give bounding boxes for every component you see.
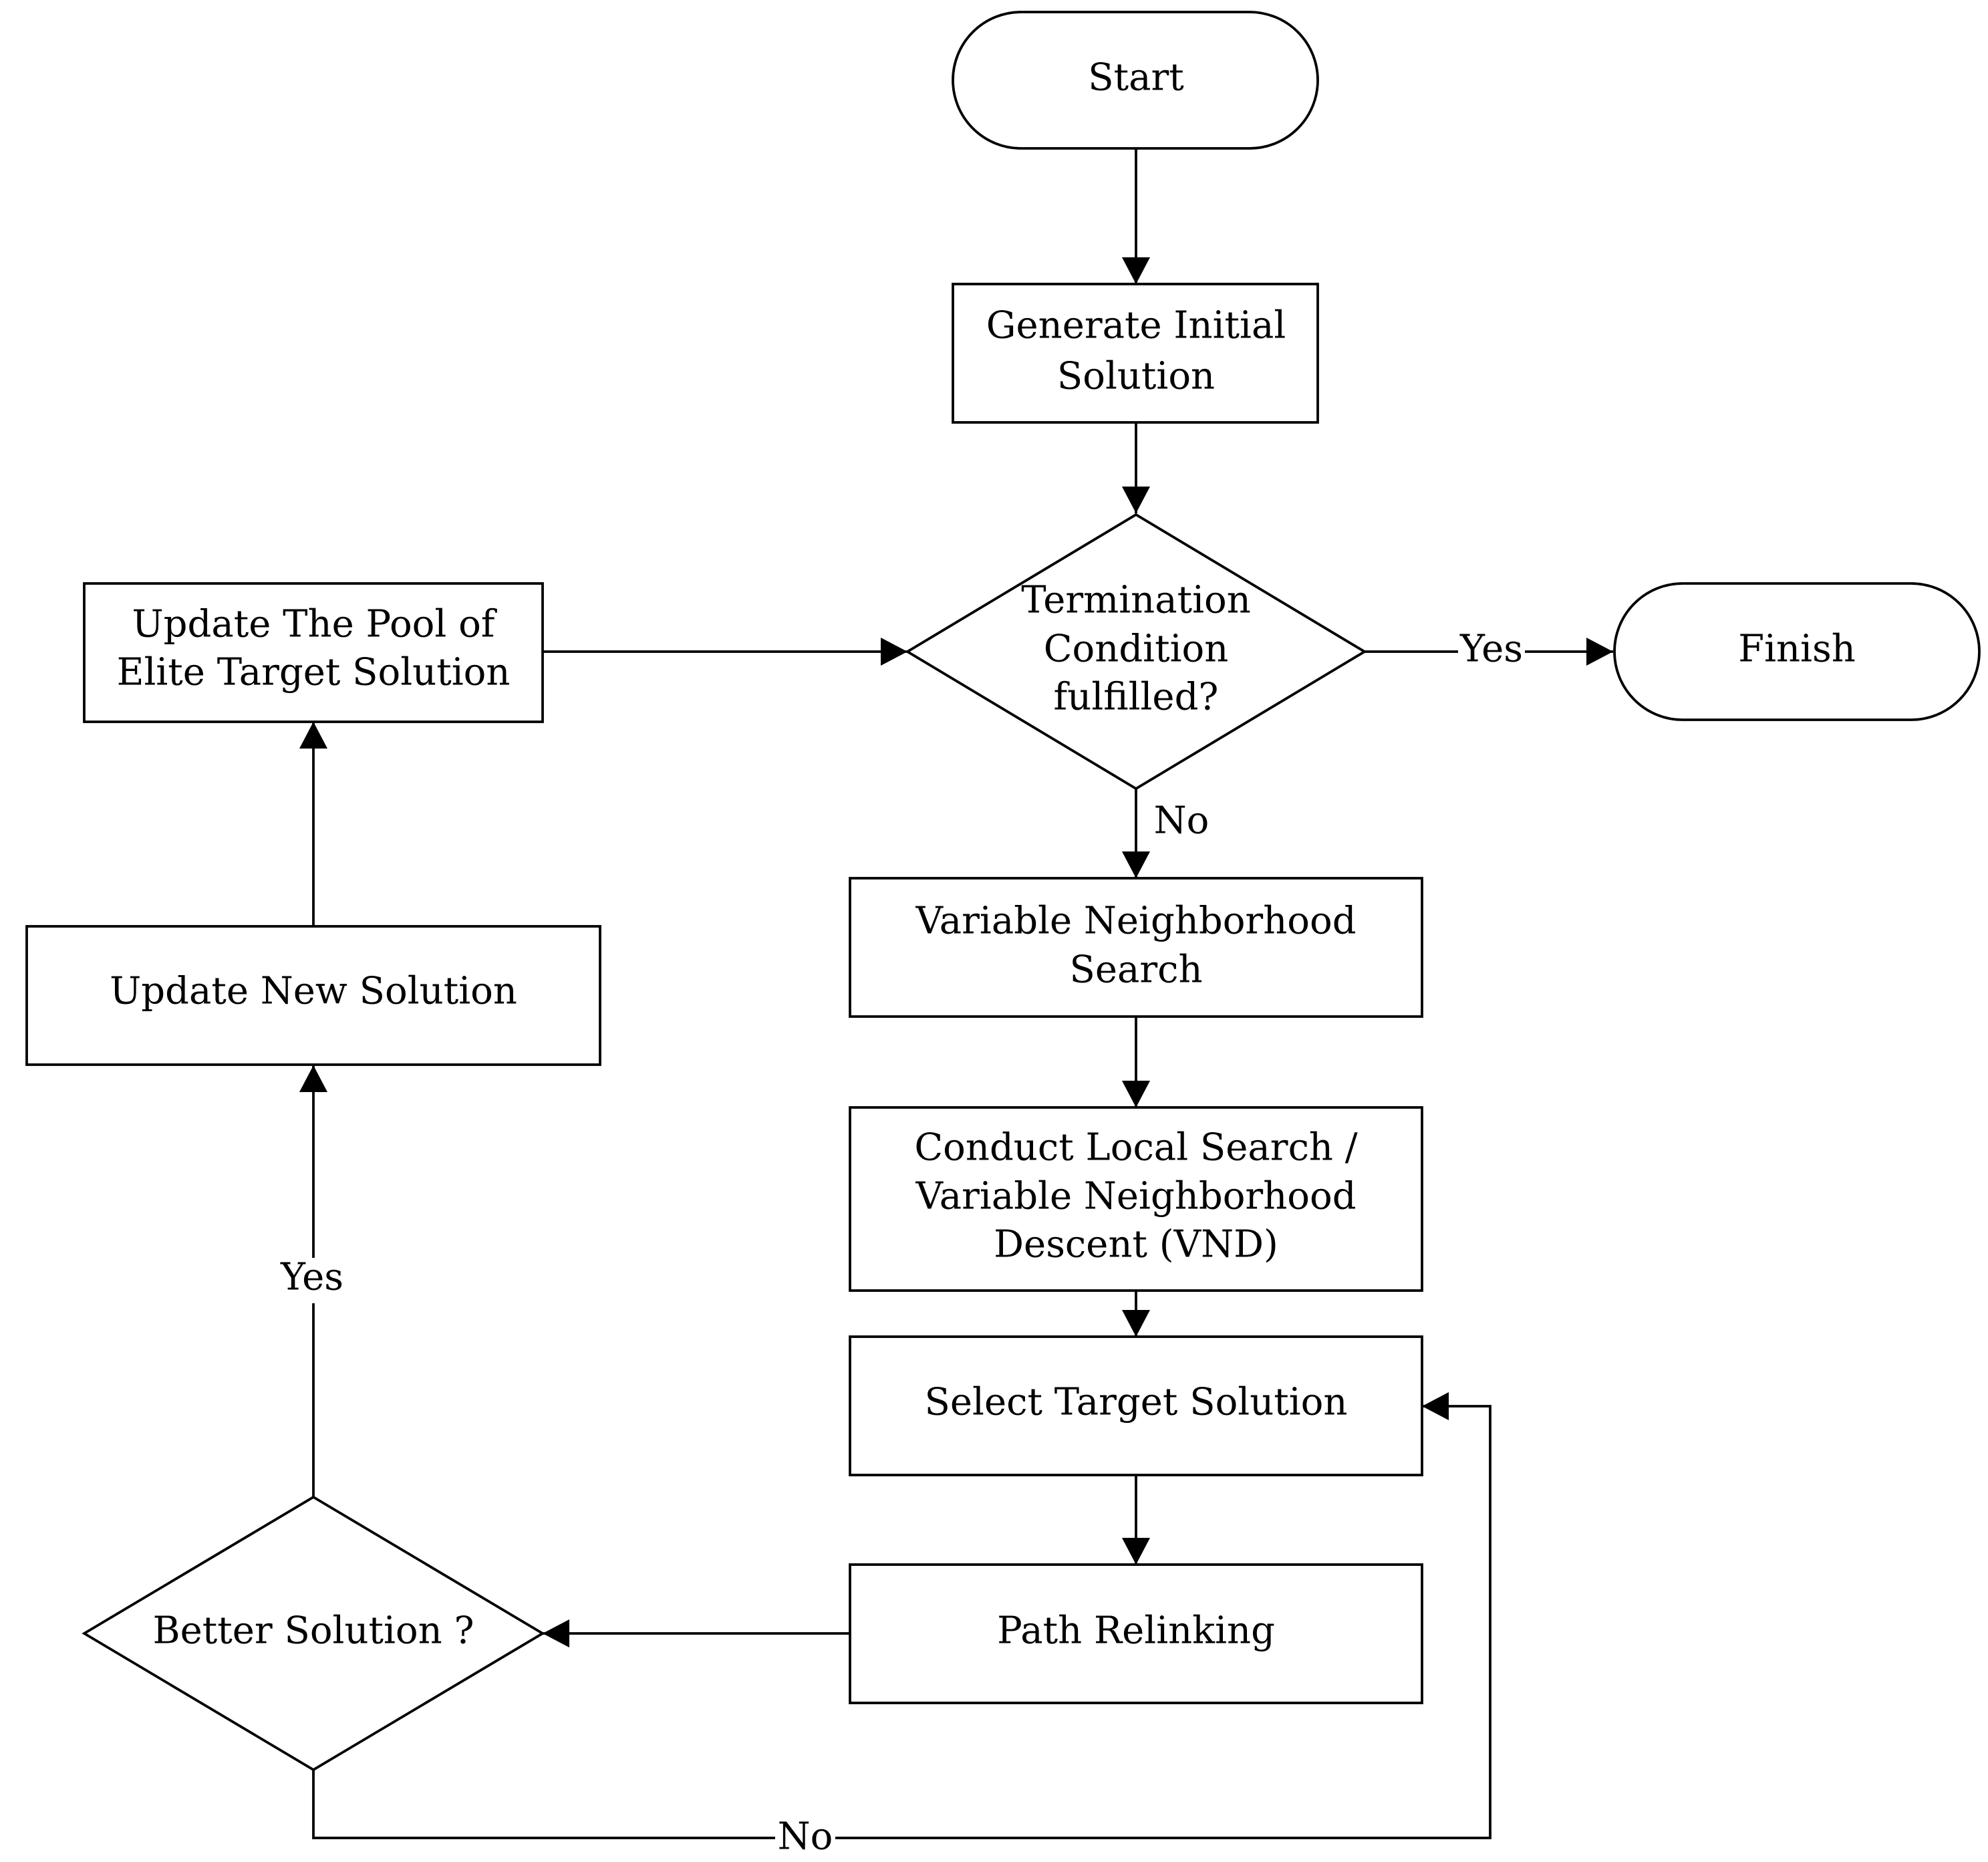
arrowhead-local-search [1122,1081,1150,1107]
generate-label-line-2: Solution [1057,355,1215,398]
update-new-solution-node: Update New Solution [25,925,601,1066]
generate-initial-solution-node: Generate Initial Solution [952,283,1319,424]
termination-yes-label: Yes [1459,628,1523,671]
arrowhead-generate [1122,257,1150,284]
arrowhead-select-target-top [1122,1310,1150,1337]
vns-label-line-2: Search [1069,948,1202,992]
better-yes-label: Yes [280,1256,343,1299]
variable-neighborhood-search-node: Variable Neighborhood Search [849,877,1423,1018]
termination-yes-label-bg [1458,632,1525,672]
arrowhead-termination-left [881,638,907,666]
better-solution-label: Better Solution ? [152,1609,474,1653]
arrowhead-vns [1122,851,1150,878]
arrowhead-select-target-right [1422,1392,1449,1420]
select-target-solution-node: Select Target Solution [849,1335,1423,1476]
termination-label-line-1: Termination [1021,579,1251,622]
select-target-label: Select Target Solution [925,1381,1348,1424]
local-search-label-line-2: Variable Neighborhood [915,1175,1356,1218]
finish-node: Finish [1613,582,1981,721]
arrowhead-better-solution [543,1619,569,1647]
local-search-node: Conduct Local Search / Variable Neighbor… [849,1106,1423,1292]
start-node: Start [952,11,1319,150]
start-label: Start [1088,56,1184,100]
better-no-label-bg [775,1819,835,1857]
arrowhead-update-new [299,1065,327,1092]
update-new-label: Update New Solution [110,970,517,1013]
edge-better-to-select-target [312,1405,1492,1839]
edge-labels: Yes No Yes No [277,628,1525,1859]
finish-label: Finish [1738,628,1856,671]
path-relinking-label: Path Relinking [997,1609,1275,1653]
update-pool-label-line-2: Elite Target Solution [117,651,511,694]
vns-label-line-1: Variable Neighborhood [915,900,1356,943]
arrowheads [299,257,1613,1647]
termination-label-line-2: Condition [1044,628,1229,671]
update-pool-node: Update The Pool of Elite Target Solution [83,582,544,723]
arrowhead-update-pool [299,722,327,749]
termination-condition-decision: Termination Condition fulfilled? [905,513,1367,791]
termination-no-label: No [1154,799,1210,843]
arrowhead-path-relinking [1122,1538,1150,1565]
termination-label-line-3: fulfilled? [1054,676,1219,719]
arrowhead-termination-top [1122,487,1150,513]
update-pool-label-line-1: Update The Pool of [132,603,497,646]
generate-label-line-1: Generate Initial [986,304,1286,348]
better-solution-decision: Better Solution ? [82,1495,545,1772]
path-relinking-node: Path Relinking [849,1563,1423,1704]
local-search-label-line-1: Conduct Local Search / [914,1126,1357,1170]
better-yes-label-bg [277,1258,350,1303]
local-search-label-line-3: Descent (VND) [994,1223,1278,1267]
better-no-label: No [778,1815,833,1859]
arrowhead-finish [1586,638,1613,666]
